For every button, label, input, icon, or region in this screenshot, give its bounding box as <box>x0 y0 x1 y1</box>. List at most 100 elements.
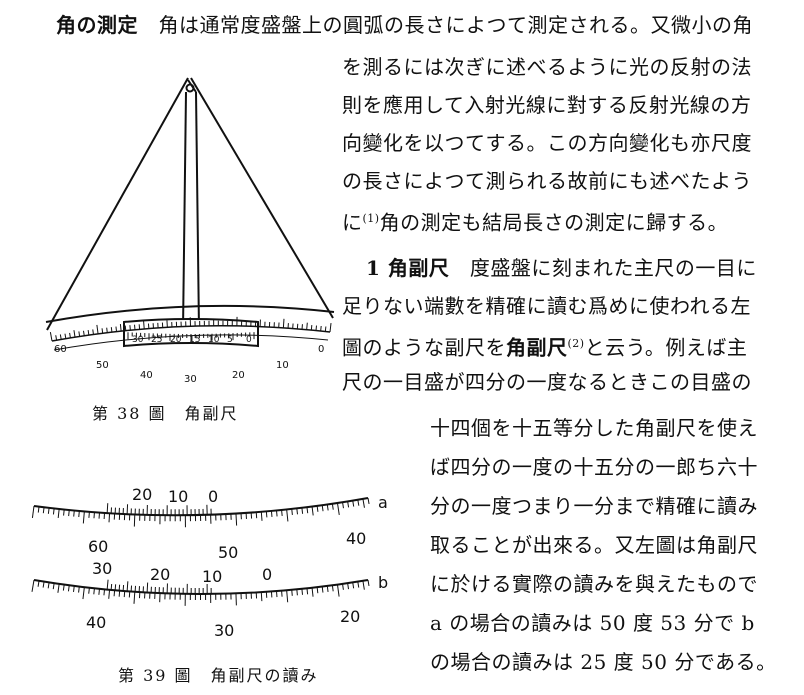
scale-tick <box>63 509 65 516</box>
scale-tick <box>103 589 106 596</box>
figure-38-caption: 第 38 圖 角副尺 <box>92 404 239 423</box>
scale-tick <box>78 510 80 518</box>
main-scale-label: 10 <box>276 360 289 371</box>
main-scale-tick <box>49 332 53 342</box>
vernier-tick <box>110 583 113 591</box>
main-scale-label: 50 <box>96 360 109 371</box>
scale-tick <box>113 590 116 597</box>
vernier-scale-label: 5 <box>227 335 233 345</box>
scale-b-vernier-labels: 30 20 10 0 <box>92 559 272 586</box>
scale-a-arc <box>33 497 369 517</box>
main-scale-label: 60 <box>88 537 108 556</box>
scale-tick <box>47 582 50 589</box>
scale-tick <box>73 585 75 592</box>
scale-tick <box>78 586 80 593</box>
scale-tick <box>357 499 360 506</box>
main-scale-tick <box>96 324 99 334</box>
text-run: 角は通常度盛盤上の圓弧の長さによつて測定される。又微小の角 <box>158 13 753 37</box>
vernier-scale-label: 10 <box>202 567 222 586</box>
scale-tick <box>306 588 309 595</box>
main-scale-tick <box>101 328 104 334</box>
scale-tick <box>316 505 319 512</box>
scale-tick <box>296 589 298 596</box>
scale-tick <box>362 498 365 508</box>
vernier-scale-label: 20 <box>150 565 170 584</box>
paragraph1-line3: 則を應用して入射光線に對する反射光線の方 <box>342 93 752 117</box>
vernier-scale-label: 15 <box>189 335 200 345</box>
scale-tick <box>235 513 238 526</box>
vernier-scale-label: 0 <box>262 565 272 584</box>
main-scale-tick <box>142 319 145 329</box>
scale-tick <box>326 585 329 592</box>
scale-tick <box>67 585 70 592</box>
scale-tick <box>276 510 278 517</box>
text-run: 角の測定も結局長さの測定に歸する。 <box>379 210 729 235</box>
main-scale-label: 0 <box>318 344 324 355</box>
vernier-tick <box>106 503 109 514</box>
scale-tick <box>73 510 75 517</box>
paragraph2-line9: に於ける實際の讀みを與えたもので <box>430 572 758 596</box>
paragraph1-line6: に(1)角の測定も結局長さの測定に歸する。 <box>342 204 728 238</box>
scale-tick <box>342 502 344 509</box>
scale-tick <box>336 502 340 515</box>
scale-b-tag: b <box>378 573 388 592</box>
paragraph1-line5: の長さによつて測られる故前にも述べたよう <box>342 169 752 193</box>
scale-tick <box>52 583 55 590</box>
scale-b: 30 20 10 0 40 30 20 b <box>31 559 388 640</box>
main-scale-tick <box>106 327 108 333</box>
paragraph2-line11: の場合の讀みは 25 度 50 分である。 <box>430 650 777 674</box>
vernier-tick <box>106 579 109 590</box>
main-scale-label: 20 <box>340 607 360 626</box>
text-run: 圖のような副尺を <box>342 335 506 360</box>
main-scale-ticks <box>49 316 332 342</box>
main-scale-label: 30 <box>214 621 234 640</box>
main-scale-arc-outer <box>45 304 335 323</box>
scale-tick <box>316 587 319 594</box>
main-scale-tick <box>64 333 67 339</box>
vernier-scale-label: 10 <box>168 487 188 506</box>
scale-tick <box>68 510 70 517</box>
main-scale-tick <box>320 325 322 332</box>
vernier-scale-label: 30 <box>132 335 144 345</box>
main-scale-tick <box>59 334 62 340</box>
text-run: に <box>342 210 363 235</box>
main-scale-label: 60 <box>54 344 67 355</box>
main-scale-label: 40 <box>86 613 106 632</box>
vernier-scale-label: 25 <box>151 335 162 345</box>
scale-tick <box>52 508 55 515</box>
paragraph2-line1: 1 角副尺 度盛盤に刻まれた主尺の一目に <box>366 253 757 283</box>
paragraph2-line6: ば四分の一度の十五分の一郎ち六十 <box>430 455 758 479</box>
scale-tick <box>108 513 111 523</box>
scale-tick <box>42 507 45 514</box>
scale-tick <box>342 583 344 590</box>
main-scale-tick <box>110 327 113 333</box>
vernier-tick <box>114 584 117 591</box>
main-scale-label: 40 <box>140 370 153 381</box>
scale-tick <box>352 500 355 507</box>
scale-tick <box>82 587 85 600</box>
main-scale-tick <box>124 325 127 331</box>
scale-tick <box>260 511 263 521</box>
footnote-ref-2: (2) <box>567 337 585 350</box>
scale-tick <box>265 511 268 518</box>
main-scale-tick <box>55 335 58 341</box>
main-scale-label: 50 <box>218 543 238 562</box>
scale-tick <box>31 579 35 592</box>
scale-tick <box>37 580 40 587</box>
scale-tick <box>352 582 355 589</box>
main-scale-tick <box>324 326 327 332</box>
paragraph1-line2: を測るには次ぎに述べるように光の反射の法 <box>342 55 752 79</box>
paragraph2-line5: 十四個を十五等分した角副尺を使え <box>430 416 758 440</box>
text-run: と云う。例えば主 <box>584 335 748 360</box>
scale-tick <box>31 505 35 518</box>
scale-tick <box>286 590 289 603</box>
vernier-scale-label: 20 <box>132 485 152 504</box>
paragraph1-line4: 向變化を以つてする。この方向變化も亦尺度 <box>342 131 752 155</box>
vernier-scale-label: 30 <box>92 559 112 578</box>
scale-tick <box>336 584 340 597</box>
main-scale-tick <box>78 331 81 337</box>
scale-tick <box>311 587 314 597</box>
vernier-scale-label: 20 <box>170 335 182 345</box>
